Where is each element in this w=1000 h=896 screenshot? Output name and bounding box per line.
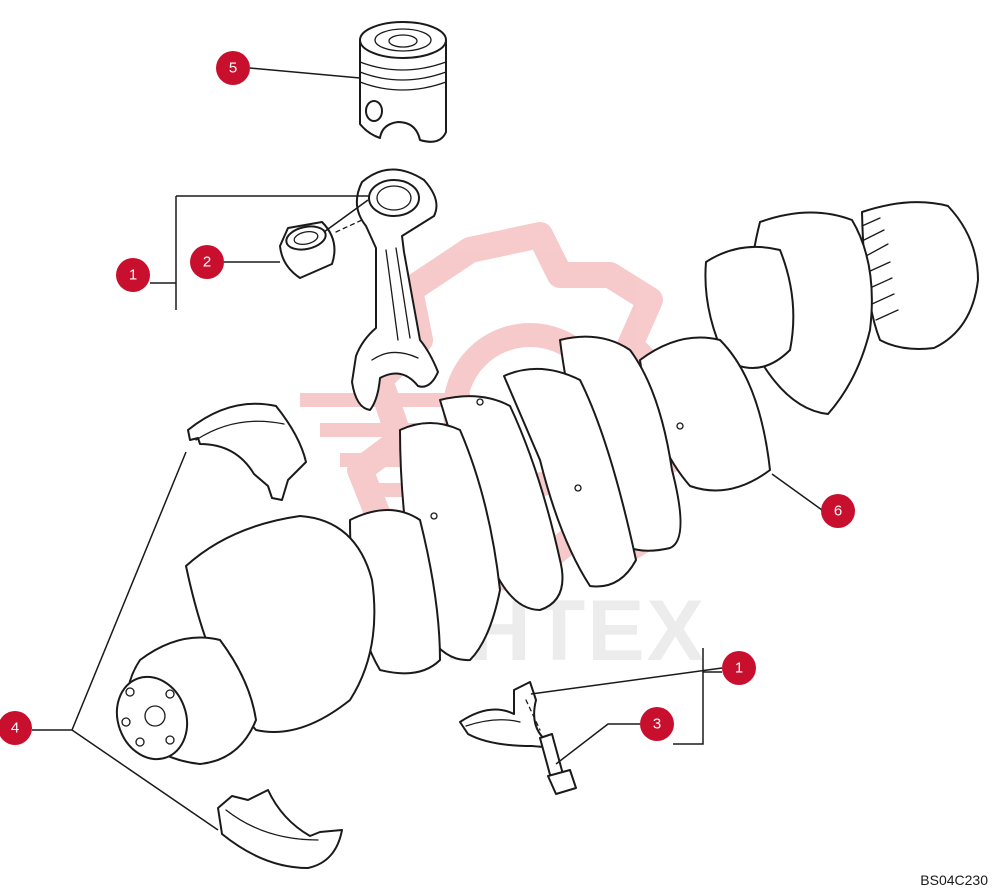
callout-4-circle <box>0 711 32 745</box>
callout-1-top-circle <box>116 258 150 292</box>
crankshaft <box>115 201 979 765</box>
piston <box>359 21 447 143</box>
bearing-shell-upper <box>187 402 307 501</box>
callout-2-label: 2 <box>203 254 211 271</box>
callout-3-circle <box>640 707 674 741</box>
leader-lines <box>32 67 823 831</box>
callout-3-label: 3 <box>653 716 661 733</box>
callout-1-top: 1 <box>116 258 150 292</box>
callout-6-circle <box>821 494 855 528</box>
callout-3: 3 <box>640 707 674 741</box>
callout-2: 2 <box>190 245 224 279</box>
callout-1-bottom-circle <box>722 651 756 685</box>
callout-5-label: 5 <box>229 60 237 77</box>
callout-6: 6 <box>821 494 855 528</box>
callout-6-label: 6 <box>834 503 842 520</box>
callout-5: 5 <box>216 51 250 85</box>
callout-1-top-label: 1 <box>129 267 137 284</box>
callout-1-bottom-label: 1 <box>735 660 743 677</box>
bushing <box>279 219 363 279</box>
callout-4: 4 <box>0 711 32 745</box>
bearing-shell-lower <box>217 789 343 869</box>
bolt <box>525 699 577 795</box>
callout-1-bottom: 1 <box>722 651 756 685</box>
callout-2-circle <box>190 245 224 279</box>
callout-5-circle <box>216 51 250 85</box>
connecting-rod <box>351 168 439 411</box>
callout-4-label: 4 <box>11 720 19 737</box>
reference-code: BS04C230 <box>920 872 988 888</box>
